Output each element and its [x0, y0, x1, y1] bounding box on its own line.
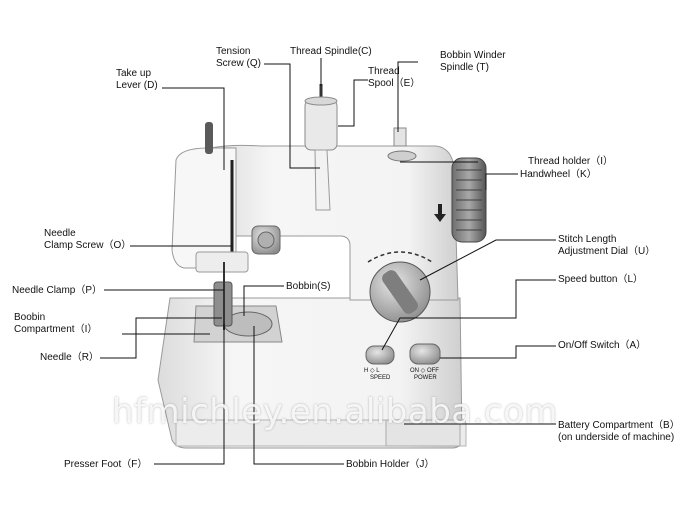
stitch-dial-part — [367, 251, 433, 323]
handwheel-part — [451, 157, 487, 243]
label-take-up-lever: Take up Lever (D) — [116, 68, 158, 91]
needle-bed-part — [193, 262, 283, 343]
take-up-lever-part — [205, 122, 213, 154]
speed-text: SPEED — [370, 375, 391, 381]
label-bobbin-compartment: Boobin Compartment（I） — [14, 312, 98, 335]
label-needle-clamp: Needle Clamp（P） — [12, 285, 103, 296]
speed-marks: H ◇ L — [364, 368, 380, 374]
label-stitch-length-dial: Stitch Length Adjustment Dial（U） — [558, 234, 656, 257]
control-buttons-part — [365, 343, 441, 365]
label-on-off-switch: On/Off Switch（A） — [558, 340, 647, 351]
label-speed-button: Speed button（L） — [558, 274, 644, 285]
label-battery-compartment: Battery Compartment（B） (on underside of … — [558, 420, 680, 443]
label-handwheel: Handwheel（K） — [520, 169, 597, 180]
label-tension-screw: Tension Screw (Q) — [216, 46, 261, 69]
label-bobbin-winder-spindle: Bobbin Winder Spindle (T) — [440, 50, 506, 73]
label-thread-holder: Thread holder（I） — [528, 156, 614, 167]
thread-spool-part — [304, 84, 338, 211]
power-marks: ON ◇ OFF — [410, 368, 439, 374]
label-bobbin-holder: Bobbin Holder（J） — [346, 459, 435, 470]
label-thread-spool: Thread Spool（E） — [368, 66, 421, 89]
arrow-down-icon — [434, 204, 446, 222]
label-needle: Needle（R） — [40, 352, 99, 363]
tension-knob-part — [251, 225, 281, 255]
label-presser-foot: Presser Foot（F） — [64, 459, 148, 470]
bobbin-winder-part — [387, 127, 417, 162]
watermark: hfmichley.en.alibaba.com — [112, 392, 559, 432]
power-text: POWER — [414, 375, 437, 381]
label-needle-clamp-screw: Needle Clamp Screw（O） — [44, 228, 132, 251]
label-thread-spindle: Thread Spindle(C) — [290, 46, 372, 57]
label-bobbin: Bobbin(S) — [286, 281, 331, 292]
machine-arm — [171, 144, 459, 301]
